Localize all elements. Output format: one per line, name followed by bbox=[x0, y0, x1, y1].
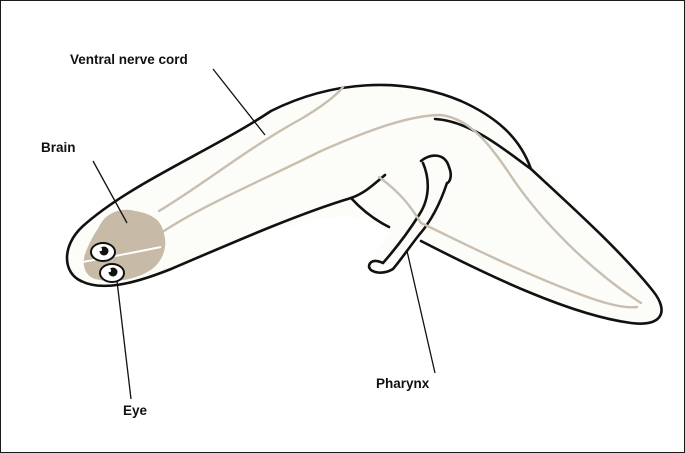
label-brain: Brain bbox=[41, 140, 76, 155]
eye-leader bbox=[116, 280, 132, 400]
ventral-nerve-cord-upper bbox=[157, 85, 345, 213]
label-pharynx: Pharynx bbox=[376, 376, 430, 391]
ventral-nerve-cord-leader bbox=[212, 68, 266, 136]
brain-leader bbox=[92, 160, 128, 224]
eye-upper-icon bbox=[90, 242, 116, 262]
pharynx-tube-outline bbox=[367, 154, 452, 274]
label-ventral-nerve-cord: Ventral nerve cord bbox=[70, 52, 188, 67]
ventral-nerve-cord-main bbox=[159, 113, 643, 305]
label-eye: Eye bbox=[123, 403, 148, 418]
pharynx-leader bbox=[406, 250, 436, 374]
planarian-body-outline-back bbox=[419, 117, 663, 325]
planarian-body-outline bbox=[65, 83, 533, 283]
ventral-nerve-cord-lower bbox=[377, 175, 639, 309]
pharynx-fill bbox=[346, 161, 449, 269]
planarian-body-outline-lower bbox=[79, 196, 353, 288]
brain-midline bbox=[76, 246, 162, 264]
eye-lower-icon bbox=[99, 263, 125, 283]
pharynx-base-outline bbox=[349, 173, 387, 200]
brain-blob bbox=[83, 209, 166, 281]
pharynx-base-outline-lower bbox=[349, 196, 391, 229]
